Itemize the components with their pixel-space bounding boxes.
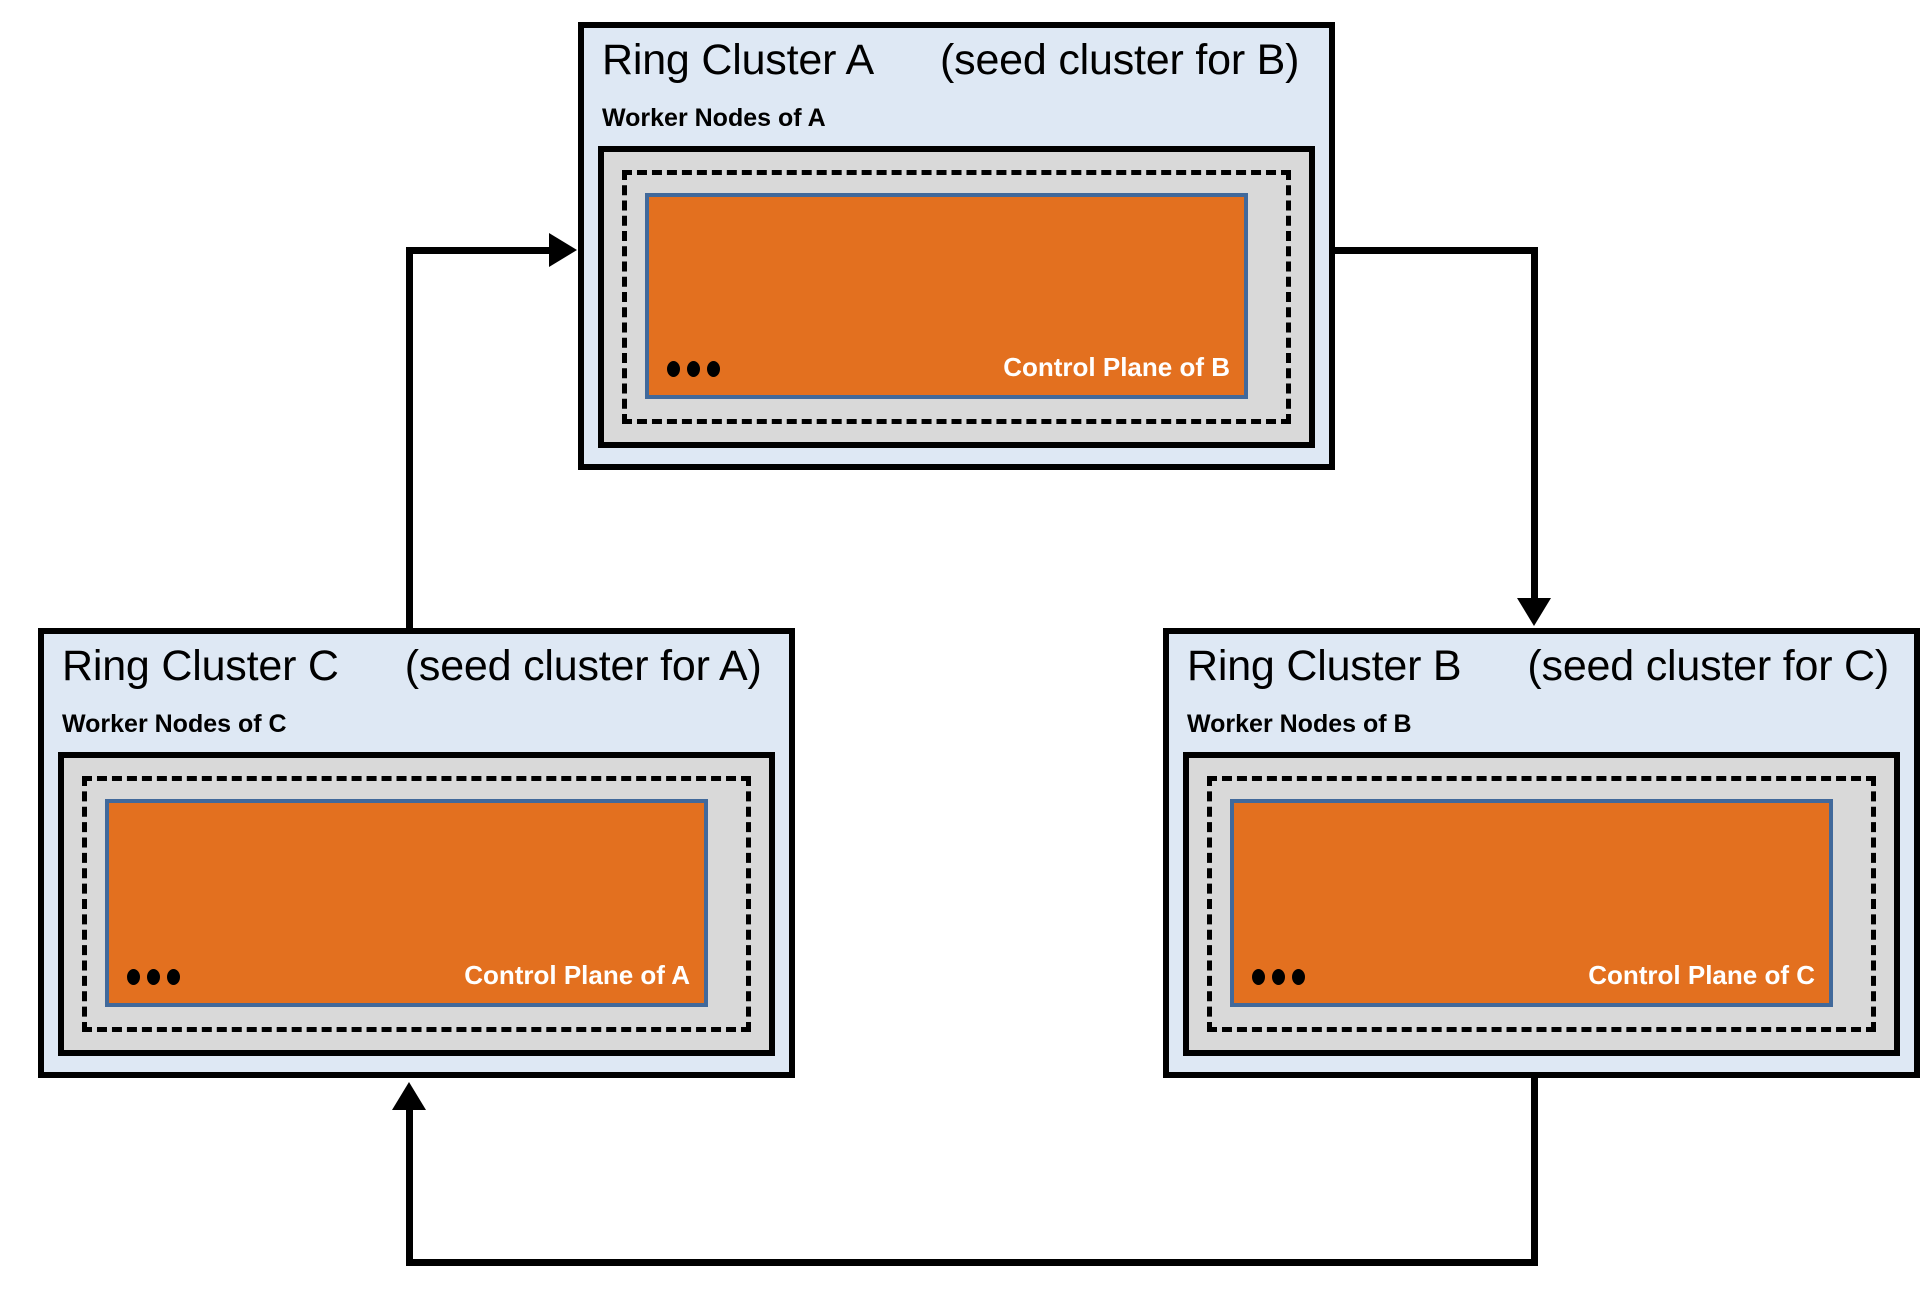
cluster-a-worker-label: Worker Nodes of A bbox=[602, 104, 826, 132]
control-plane-label-a: Control Plane of A bbox=[464, 960, 690, 990]
connector-b-to-c-vertical-left bbox=[406, 1110, 413, 1266]
connector-b-to-c-vertical-right bbox=[1531, 1074, 1538, 1266]
control-plane-label-c: Control Plane of C bbox=[1588, 960, 1815, 990]
connector-b-to-c-horizontal-bottom bbox=[406, 1259, 1538, 1266]
cluster-a-name: Ring Cluster A bbox=[602, 36, 875, 84]
cluster-box-a: Ring Cluster A (seed cluster for B) Worke… bbox=[578, 22, 1335, 470]
cluster-b-worker-label: Worker Nodes of B bbox=[1187, 710, 1412, 738]
control-plane-pod-b: Control Plane of B bbox=[645, 193, 1248, 399]
worker-node-dashed-a: Control Plane of B bbox=[622, 170, 1291, 424]
worker-node-dashed-b: Control Plane of C bbox=[1207, 776, 1876, 1032]
cluster-box-c: Ring Cluster C (seed cluster for A) Worke… bbox=[38, 628, 795, 1078]
connector-c-to-a-horizontal bbox=[406, 247, 549, 254]
cluster-c-seed-note: (seed cluster for A) bbox=[404, 642, 762, 690]
connector-a-to-b-arrowhead-icon bbox=[1517, 598, 1551, 626]
cluster-box-b: Ring Cluster B (seed cluster for C) Worke… bbox=[1163, 628, 1920, 1078]
connector-c-to-a-arrowhead-icon bbox=[549, 233, 577, 267]
worker-nodes-box-b: Control Plane of C bbox=[1183, 752, 1900, 1056]
cluster-a-seed-note: (seed cluster for B) bbox=[940, 36, 1300, 84]
connector-b-to-c-arrowhead-icon bbox=[392, 1082, 426, 1110]
ellipsis-icon bbox=[1252, 969, 1305, 985]
connector-c-to-a-vertical bbox=[406, 250, 413, 632]
connector-a-to-b-horizontal bbox=[1331, 247, 1538, 254]
cluster-c-name: Ring Cluster C bbox=[62, 642, 339, 690]
worker-node-dashed-c: Control Plane of A bbox=[82, 776, 751, 1032]
worker-nodes-box-c: Control Plane of A bbox=[58, 752, 775, 1056]
cluster-c-title: Ring Cluster C (seed cluster for A) bbox=[62, 642, 762, 691]
cluster-b-title: Ring Cluster B (seed cluster for C) bbox=[1187, 642, 1889, 691]
control-plane-pod-a: Control Plane of A bbox=[105, 799, 708, 1007]
cluster-b-name: Ring Cluster B bbox=[1187, 642, 1462, 690]
worker-nodes-box-a: Control Plane of B bbox=[598, 146, 1315, 448]
cluster-c-worker-label: Worker Nodes of C bbox=[62, 710, 287, 738]
ellipsis-icon bbox=[667, 361, 720, 377]
control-plane-label-b: Control Plane of B bbox=[1003, 352, 1230, 382]
cluster-b-seed-note: (seed cluster for C) bbox=[1527, 642, 1890, 690]
cluster-a-title: Ring Cluster A (seed cluster for B) bbox=[602, 36, 1299, 85]
ellipsis-icon bbox=[127, 969, 180, 985]
control-plane-pod-c: Control Plane of C bbox=[1230, 799, 1833, 1007]
connector-a-to-b-vertical bbox=[1531, 247, 1538, 600]
